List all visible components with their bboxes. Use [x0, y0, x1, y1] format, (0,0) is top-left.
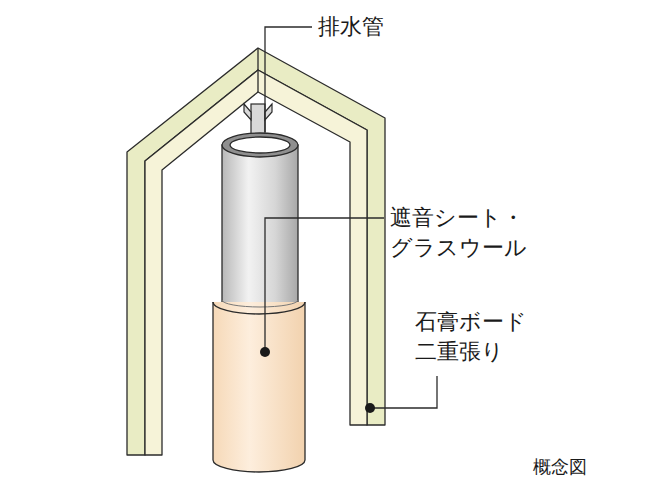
part-label: 石膏ボード 二重張り [415, 307, 537, 367]
leader-dot [260, 347, 270, 357]
board-joint [257, 48, 258, 92]
note-label: 概念図 [533, 452, 623, 482]
leader-dot [365, 403, 375, 413]
drain-pipe [222, 133, 298, 305]
leader-line [370, 376, 437, 408]
part-label: 遮音シート・ グラスウール [390, 203, 532, 263]
leader-line [265, 218, 384, 352]
part-label: 排水管 [318, 12, 438, 42]
pipe-fitting [244, 104, 272, 134]
leader-line [265, 27, 312, 132]
insulation-wrap [213, 300, 305, 472]
